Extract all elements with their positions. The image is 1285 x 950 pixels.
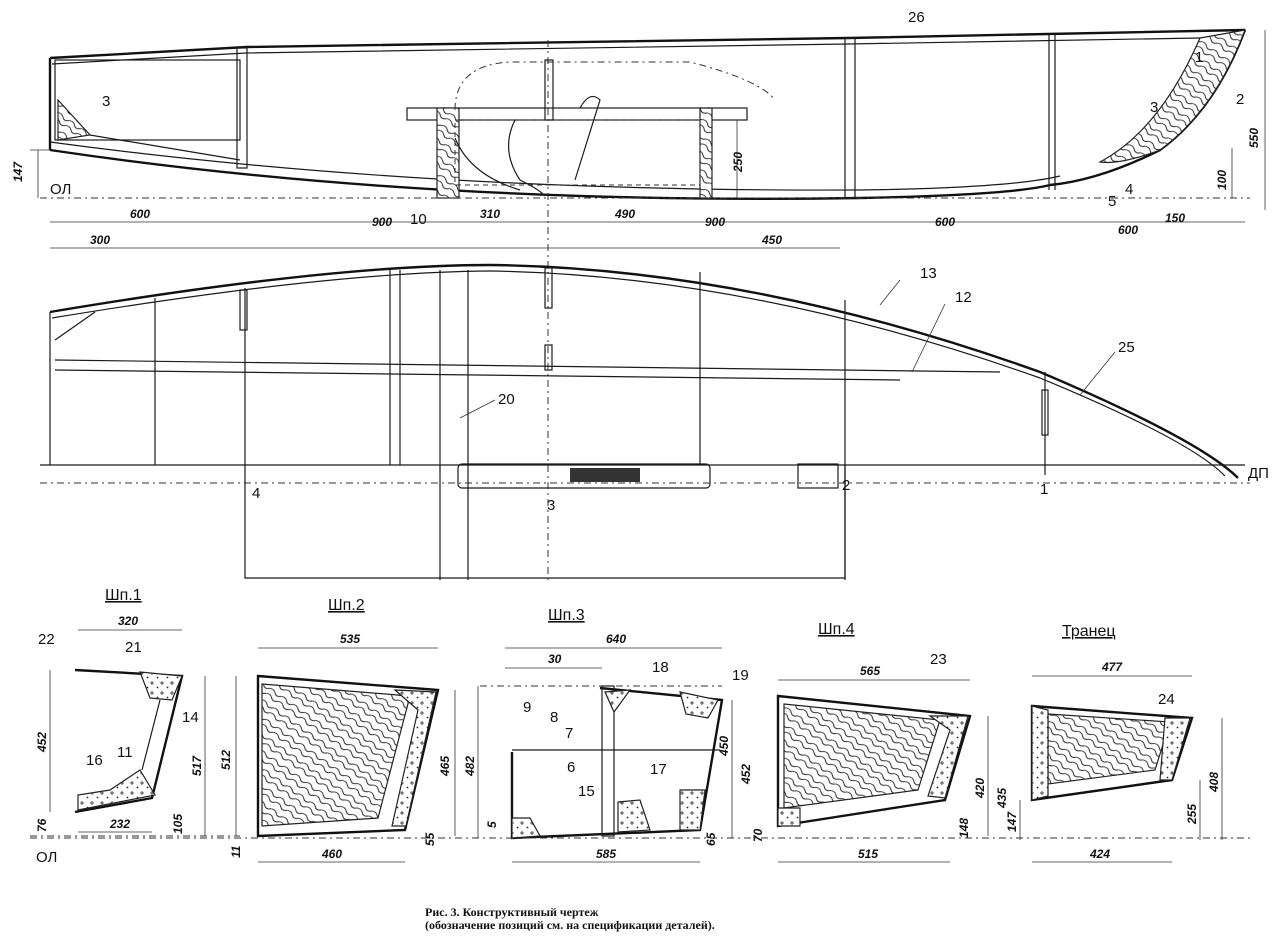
shp3-w-top: 640 bbox=[606, 632, 626, 646]
pos-3-stern: 3 bbox=[102, 93, 110, 110]
dim-900-a: 900 bbox=[372, 215, 392, 229]
transom-h-left: 147 bbox=[1005, 811, 1019, 832]
dim-600-c: 600 bbox=[1118, 223, 1138, 237]
caption-line-2: (обозначение позиций см. на спецификации… bbox=[425, 918, 715, 932]
shp3-h-right2: 452 bbox=[739, 764, 753, 785]
shp2-w-top: 535 bbox=[340, 632, 360, 646]
transom-w-bot: 424 bbox=[1089, 847, 1110, 861]
shp4-h-keel: 148 bbox=[957, 818, 971, 838]
pos-16: 16 bbox=[86, 752, 103, 769]
dim-900-b: 900 bbox=[705, 215, 725, 229]
pos-14: 14 bbox=[182, 709, 199, 726]
dim-150: 150 bbox=[1165, 211, 1185, 225]
transom-w-top: 477 bbox=[1101, 660, 1123, 674]
station-1: 1 bbox=[1040, 481, 1048, 498]
pos-25: 25 bbox=[1118, 339, 1135, 356]
shp1-ol: ОЛ bbox=[36, 849, 57, 866]
pos-5: 5 bbox=[1108, 193, 1116, 210]
pos-15: 15 bbox=[578, 783, 595, 800]
transom-h-right2: 408 bbox=[1207, 772, 1221, 793]
centerline-label: ДП bbox=[1248, 465, 1269, 482]
section-shp3: Шп.3 640 30 585 482 450 452 5 65 18 19 9… bbox=[463, 607, 753, 863]
dim-600-a: 600 bbox=[130, 207, 150, 221]
pos-8: 8 bbox=[550, 709, 558, 726]
pos-11: 11 bbox=[117, 744, 133, 761]
shp3-h-right1: 450 bbox=[717, 736, 731, 757]
shp1-w-top: 320 bbox=[118, 614, 138, 628]
dim-550: 550 bbox=[1247, 128, 1261, 148]
caption-line-1: Рис. 3. Конструктивный чертеж bbox=[425, 905, 599, 919]
shp1-h-base: 76 bbox=[35, 818, 49, 832]
shp3-h-base: 5 bbox=[485, 821, 499, 828]
section-transom: Транец 477 424 147 255 408 24 bbox=[1005, 623, 1223, 863]
shp3-title: Шп.3 bbox=[548, 607, 585, 624]
pos-23: 23 bbox=[930, 651, 947, 668]
pos-18: 18 bbox=[652, 659, 669, 676]
dim-300: 300 bbox=[90, 233, 110, 247]
pos-12: 12 bbox=[955, 289, 972, 306]
shp2-h-right: 465 bbox=[438, 756, 452, 777]
shp1-title: Шп.1 bbox=[105, 587, 142, 604]
shp2-h-keel: 55 bbox=[423, 832, 437, 846]
pos-10: 10 bbox=[410, 211, 427, 228]
plan-view: 4 3 2 1 ДП 13 12 25 20 bbox=[40, 263, 1269, 580]
figure-caption: Рис. 3. Конструктивный чертеж (обозначен… bbox=[425, 906, 1025, 932]
section-shp1: Шп.1 320 232 452 517 76 105 ОЛ 22 21 14 … bbox=[30, 587, 240, 866]
dim-100: 100 bbox=[1215, 170, 1229, 190]
dim-490: 490 bbox=[614, 207, 635, 221]
pos-9: 9 bbox=[523, 699, 531, 716]
station-3: 3 bbox=[547, 497, 555, 514]
pos-17: 17 bbox=[650, 761, 667, 778]
pos-1: 1 bbox=[1195, 49, 1203, 66]
dim-250: 250 bbox=[731, 152, 745, 173]
shp4-w-bot: 515 bbox=[858, 847, 878, 861]
shp2-h-left: 512 bbox=[219, 750, 233, 770]
pos-4: 4 bbox=[1125, 181, 1133, 198]
station-2: 2 bbox=[842, 477, 850, 494]
profile-view: 147 ОЛ 250 100 550 600 300 900 310 490 9… bbox=[11, 9, 1266, 580]
pos-6: 6 bbox=[567, 759, 575, 776]
pos-2: 2 bbox=[1236, 91, 1244, 108]
shp3-h-keel: 65 bbox=[704, 832, 718, 846]
shp4-title: Шп.4 bbox=[818, 621, 855, 638]
dim-147: 147 bbox=[11, 161, 25, 182]
dim-310: 310 bbox=[480, 207, 500, 221]
shp4-h-right1: 420 bbox=[973, 778, 987, 799]
transom-title: Транец bbox=[1062, 623, 1116, 640]
pos-19: 19 bbox=[732, 667, 749, 684]
baseline-label: ОЛ bbox=[50, 181, 71, 198]
shp1-h-left: 452 bbox=[35, 732, 49, 753]
shp1-h-right: 517 bbox=[190, 755, 204, 776]
shp4-w-top: 565 bbox=[860, 664, 880, 678]
section-shp2: Шп.2 535 460 512 465 11 55 bbox=[219, 597, 456, 863]
pos-24: 24 bbox=[1158, 691, 1175, 708]
shp2-w-bot: 460 bbox=[321, 847, 342, 861]
dim-600-b: 600 bbox=[935, 215, 955, 229]
pos-22: 22 bbox=[38, 631, 55, 648]
shp1-w-bot: 232 bbox=[109, 817, 130, 831]
pos-21: 21 bbox=[125, 639, 142, 656]
pos-20: 20 bbox=[498, 391, 515, 408]
pos-3-bow: 3 bbox=[1150, 99, 1158, 116]
pos-13: 13 bbox=[920, 265, 937, 282]
section-shp4: Шп.4 565 515 420 435 70 148 23 bbox=[751, 621, 1009, 863]
pos-26: 26 bbox=[908, 9, 925, 26]
shp1-h-keel: 105 bbox=[171, 814, 185, 834]
station-4: 4 bbox=[252, 485, 260, 502]
shp4-h-right2: 435 bbox=[995, 788, 1009, 809]
shp2-title: Шп.2 bbox=[328, 597, 365, 614]
shp3-w-bot: 585 bbox=[596, 847, 616, 861]
shp4-h-base: 70 bbox=[751, 828, 765, 842]
shp3-w-sub: 30 bbox=[548, 652, 562, 666]
shp3-h-left: 482 bbox=[463, 756, 477, 777]
transom-h-right1: 255 bbox=[1185, 804, 1199, 825]
dim-450: 450 bbox=[761, 233, 782, 247]
pos-7: 7 bbox=[565, 725, 573, 742]
shp2-h-base: 11 bbox=[229, 845, 243, 858]
